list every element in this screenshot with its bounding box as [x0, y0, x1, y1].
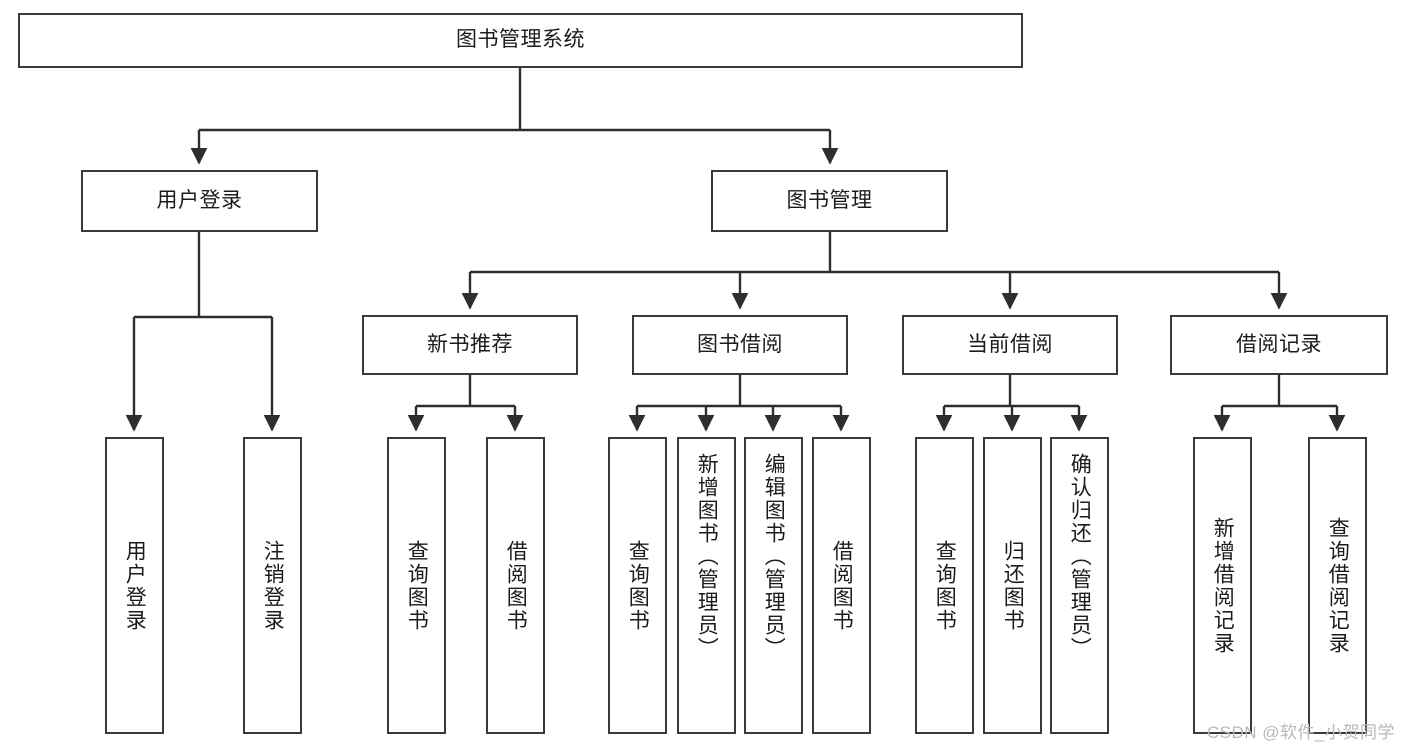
leaf-query-book-1-label: 查询图书	[405, 539, 429, 632]
leaf-query-book-2-label: 查询图书	[626, 539, 650, 632]
leaf-borrow-book-2-label: 借阅图书	[830, 539, 854, 632]
leaf-add-record[interactable]: 新增借阅记录	[1193, 437, 1252, 734]
node-root[interactable]: 图书管理系统	[18, 13, 1023, 68]
leaf-query-record[interactable]: 查询借阅记录	[1308, 437, 1367, 734]
leaf-edit-book-label: 编辑图书（管理员）	[762, 453, 786, 660]
leaf-borrow-book-1-label: 借阅图书	[504, 539, 528, 632]
node-book-borrow[interactable]: 图书借阅	[632, 315, 848, 375]
leaf-user-login[interactable]: 用户登录	[105, 437, 164, 734]
node-book-manage[interactable]: 图书管理	[711, 170, 948, 232]
node-current-borrow[interactable]: 当前借阅	[902, 315, 1118, 375]
leaf-query-book-3-label: 查询图书	[933, 539, 957, 632]
leaf-confirm-return[interactable]: 确认归还（管理员）	[1050, 437, 1109, 734]
leaf-confirm-return-label: 确认归还（管理员）	[1068, 453, 1092, 660]
leaf-query-record-label: 查询借阅记录	[1326, 516, 1350, 655]
csdn-watermark: CSDN @软件_小贺同学	[1206, 723, 1395, 742]
node-book-manage-label: 图书管理	[786, 188, 873, 212]
leaf-add-record-label: 新增借阅记录	[1211, 516, 1235, 655]
node-borrow-record-label: 借阅记录	[1236, 332, 1322, 356]
node-user-login-label: 用户登录	[156, 188, 243, 212]
leaf-user-logout[interactable]: 注销登录	[243, 437, 302, 734]
leaf-return-book-label: 归还图书	[1001, 539, 1025, 632]
leaf-add-book[interactable]: 新增图书（管理员）	[677, 437, 736, 734]
leaf-user-logout-label: 注销登录	[261, 539, 285, 632]
node-borrow-record[interactable]: 借阅记录	[1170, 315, 1388, 375]
leaf-edit-book[interactable]: 编辑图书（管理员）	[744, 437, 803, 734]
leaf-user-login-label: 用户登录	[123, 539, 147, 632]
node-current-borrow-label: 当前借阅	[967, 332, 1053, 356]
leaf-query-book-1[interactable]: 查询图书	[387, 437, 446, 734]
node-book-borrow-label: 图书借阅	[697, 332, 783, 356]
leaf-return-book[interactable]: 归还图书	[983, 437, 1042, 734]
leaf-query-book-2[interactable]: 查询图书	[608, 437, 667, 734]
leaf-add-book-label: 新增图书（管理员）	[695, 453, 719, 660]
leaf-query-book-3[interactable]: 查询图书	[915, 437, 974, 734]
leaf-borrow-book-2[interactable]: 借阅图书	[812, 437, 871, 734]
node-new-book-recommend[interactable]: 新书推荐	[362, 315, 578, 375]
node-user-login[interactable]: 用户登录	[81, 170, 318, 232]
node-new-book-recommend-label: 新书推荐	[427, 332, 513, 356]
node-root-label: 图书管理系统	[456, 28, 585, 52]
leaf-borrow-book-1[interactable]: 借阅图书	[486, 437, 545, 734]
